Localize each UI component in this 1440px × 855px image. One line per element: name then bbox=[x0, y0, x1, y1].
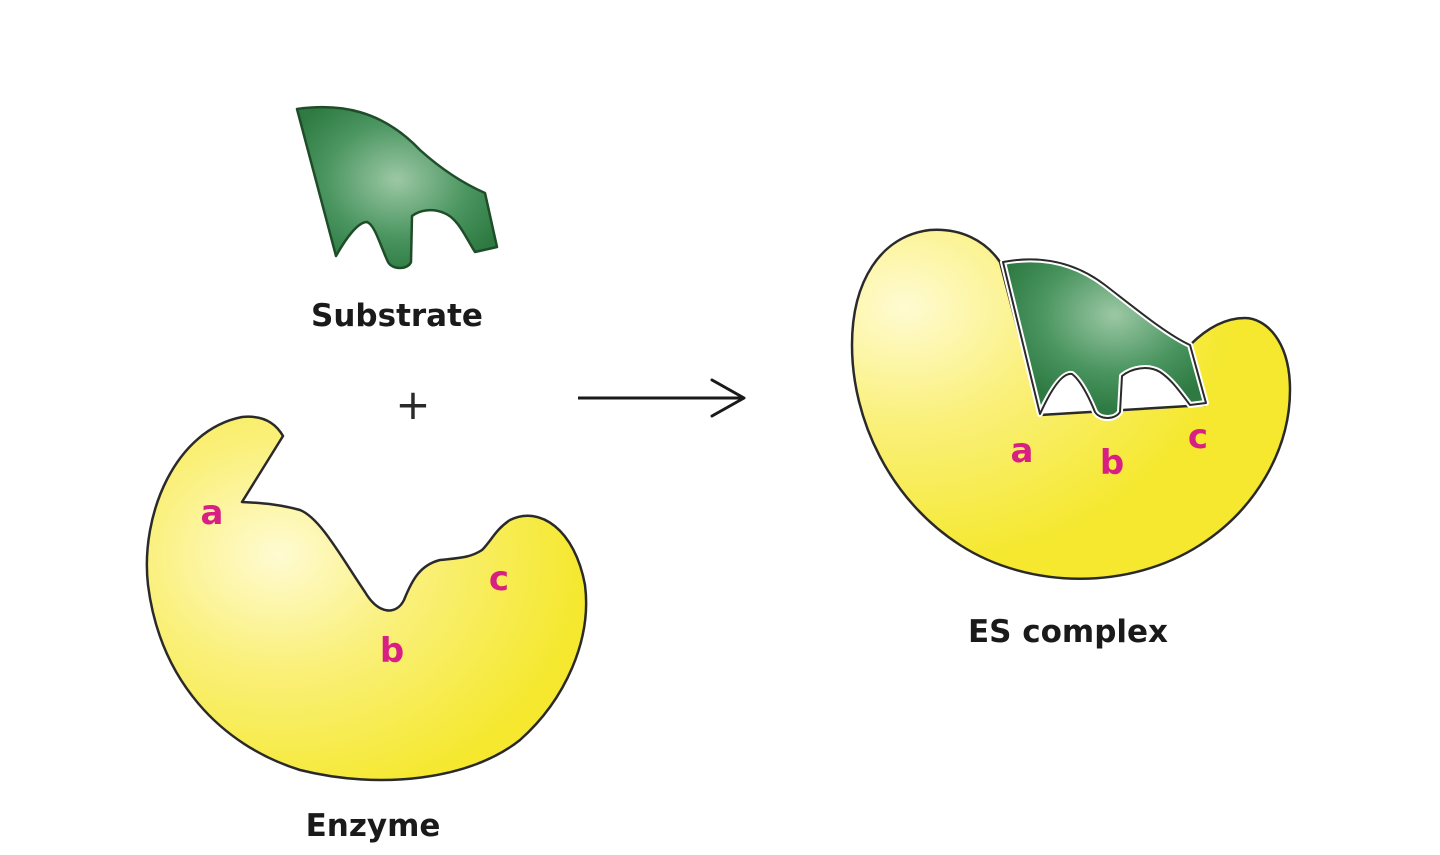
enzyme-site-c: c bbox=[489, 559, 509, 599]
substrate-caption: Substrate bbox=[311, 298, 483, 334]
es-complex: a b c ES complex bbox=[850, 228, 1292, 650]
complex-substrate-shape bbox=[1000, 256, 1209, 421]
complex-caption: ES complex bbox=[968, 614, 1168, 650]
enzyme-site-b: b bbox=[380, 631, 404, 671]
plus-sign: + bbox=[395, 380, 430, 429]
enzyme-caption: Enzyme bbox=[306, 808, 441, 844]
right-arrow-icon bbox=[578, 378, 746, 418]
enzyme: a b c Enzyme bbox=[145, 415, 588, 844]
complex-site-a: a bbox=[1011, 431, 1034, 471]
substrate: Substrate bbox=[295, 105, 499, 334]
complex-site-b: b bbox=[1100, 443, 1124, 483]
enzyme-site-a: a bbox=[201, 493, 224, 533]
complex-site-c: c bbox=[1188, 417, 1208, 457]
substrate-shape bbox=[295, 105, 499, 270]
enzyme-shape bbox=[145, 415, 588, 782]
complex-enzyme-shape bbox=[850, 228, 1292, 580]
